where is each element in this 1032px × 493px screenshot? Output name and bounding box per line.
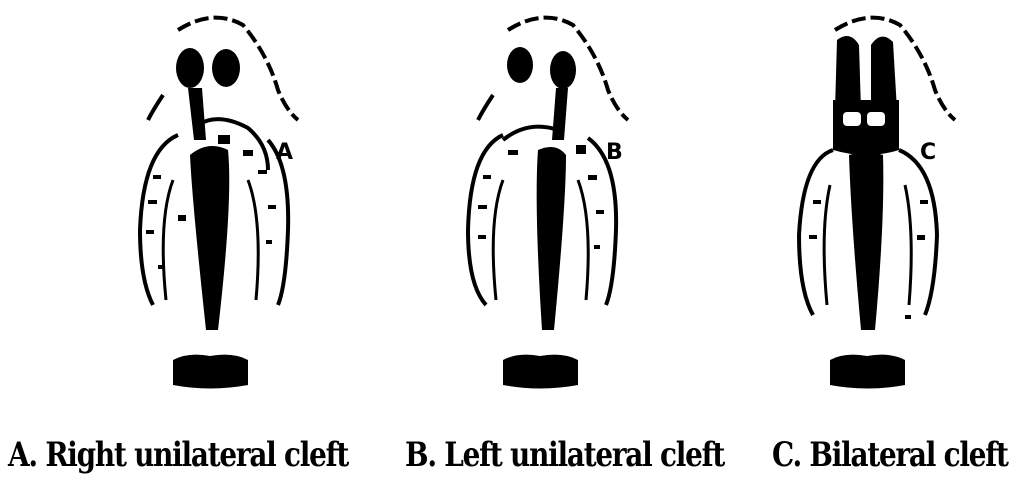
palate-drawing-a [118, 0, 318, 400]
panel-a-letter: A [276, 142, 293, 164]
palate-drawing-b [448, 0, 648, 400]
palate-drawing-c [775, 0, 975, 400]
panel-b-illustration [448, 0, 648, 400]
panel-c-illustration [775, 0, 975, 400]
panel-c-letter: C [920, 142, 936, 164]
caption-bilateral-cleft: C. Bilateral cleft [772, 438, 1008, 472]
panel-b-letter: B [606, 142, 623, 164]
caption-right-unilateral-cleft: A. Right unilateral cleft [8, 438, 348, 472]
caption-left-unilateral-cleft: B. Left unilateral cleft [405, 438, 724, 472]
panel-a-illustration [118, 0, 318, 400]
